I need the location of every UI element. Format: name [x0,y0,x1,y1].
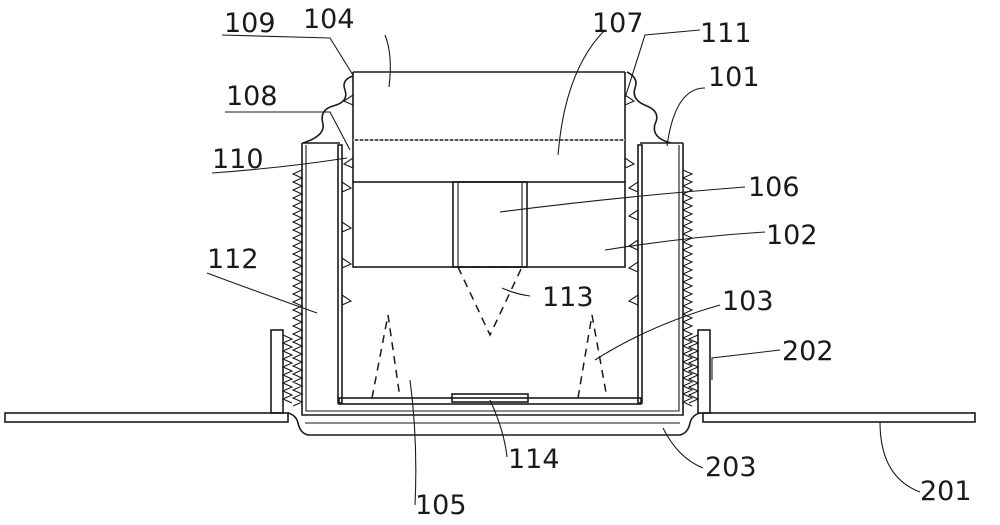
label-112: 112 [207,244,259,275]
rib-triangle [627,208,639,221]
thread-bracket-right [687,334,700,404]
core-106 [452,181,528,268]
leader-lines [206,29,921,506]
thread-right [681,169,694,407]
outer-cup-inner [305,145,680,412]
box-102 [352,181,626,268]
rib-triangle [341,293,353,306]
core-106-inner [457,181,523,268]
rib-triangle [627,180,639,193]
thread-bracket-left [281,334,294,404]
thread-left [291,169,304,407]
rib-triangle [627,293,639,306]
plate-114 [451,393,529,403]
cone-103-left [371,314,401,399]
inner-wall-right [637,144,643,404]
label-110: 110 [212,144,264,175]
label-111: 111 [700,18,752,49]
rib-triangle [342,156,354,169]
rib-triangle [624,156,636,169]
bracket-left [270,329,284,414]
rib-triangle [342,93,354,106]
label-105: 105 [415,490,467,521]
label-203: 203 [705,452,757,483]
label-103: 103 [722,286,774,317]
label-106: 106 [748,172,800,203]
label-107: 107 [592,8,644,39]
inner-wall-left [337,144,343,404]
outer-cup [301,143,684,416]
label-113: 113 [542,282,594,313]
base-plate-right [702,412,976,423]
bottom-plate [287,412,701,436]
label-109: 109 [224,8,276,39]
label-108: 108 [226,81,278,112]
seal-right [626,71,672,144]
cone-113 [457,266,523,337]
rib-triangle [341,256,353,269]
label-102: 102 [766,220,818,251]
cone-103-right [577,314,608,399]
label-114: 114 [508,444,560,475]
label-101: 101 [708,62,760,93]
seal-left [302,75,354,144]
label-202: 202 [782,336,834,367]
wall-ribs [341,93,639,306]
base-plate-left [4,412,289,423]
cap-104 [352,71,626,182]
label-201: 201 [920,476,972,507]
rib-triangle [624,93,636,106]
rib-triangle [341,180,353,193]
label-104: 104 [303,4,355,35]
bracket-right [697,329,711,414]
inner-floor [338,397,642,405]
rib-triangle [627,260,639,273]
rib-triangle [341,220,353,233]
